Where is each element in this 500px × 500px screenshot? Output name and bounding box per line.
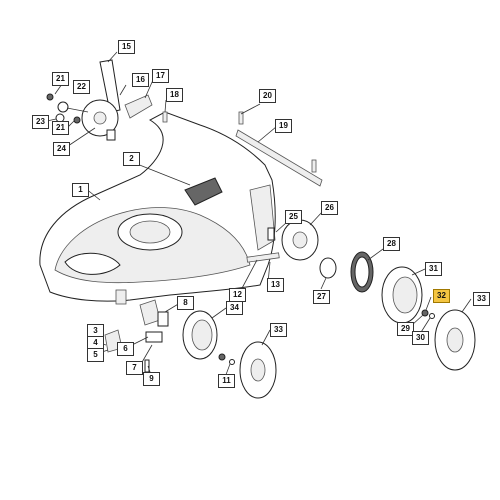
callout-33b: 33 [270,323,287,337]
callout-6: 6 [117,342,134,356]
callout-22: 22 [73,80,90,94]
callout-11: 11 [218,374,235,388]
callout-34: 34 [226,301,243,315]
callout-5: 5 [87,348,104,362]
callout-16: 16 [132,73,149,87]
callout-31: 31 [425,262,442,276]
callout-8: 8 [177,296,194,310]
callout-26: 26 [321,201,338,215]
rear-axle-rod [235,111,323,187]
callout-12: 12 [229,288,246,302]
callout-3: 3 [87,324,104,338]
callout-21: 21 [52,72,69,86]
rear-bracket-assembly [46,59,168,141]
callout-23: 23 [32,115,49,129]
callout-20: 20 [259,89,276,103]
callout-18: 18 [166,88,183,102]
callout-15: 15 [118,40,135,54]
callout-28: 28 [383,237,400,251]
callout-24: 24 [53,142,70,156]
callout-29: 29 [397,322,414,336]
callout-7: 7 [126,361,143,375]
callout-19: 19 [275,119,292,133]
right-rear-wheel [381,266,476,371]
drive-assembly [246,219,374,293]
callout-13: 13 [267,278,284,292]
callout-33: 33 [473,292,490,306]
callout-27: 27 [313,290,330,304]
callout-32-highlighted: 32 [433,289,450,303]
callout-17: 17 [152,69,169,83]
callout-1: 1 [72,183,89,197]
callout-9: 9 [143,372,160,386]
callout-30: 30 [412,331,429,345]
front-wheel-assembly [91,299,277,399]
callout-2: 2 [123,152,140,166]
callout-21b: 21 [52,121,69,135]
callout-25: 25 [285,210,302,224]
mower-deck [39,111,276,305]
